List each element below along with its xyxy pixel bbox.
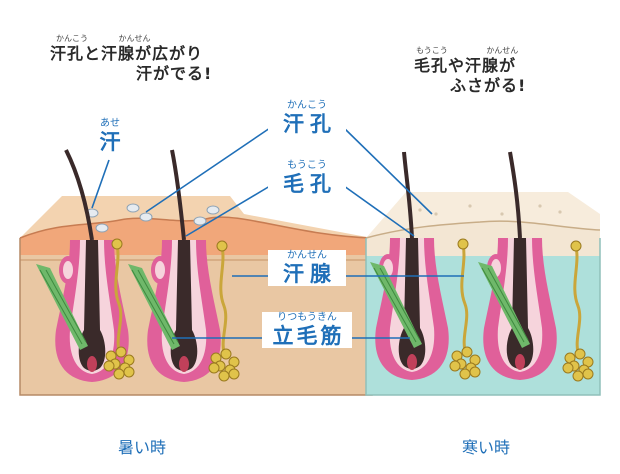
label-hair-pore: もうこう 毛孔	[268, 160, 346, 196]
cold-skin-block	[365, 151, 601, 396]
sweat-label-text: 汗	[99, 130, 121, 154]
label-hair-pore-text: 毛孔	[283, 172, 337, 196]
hot-note: かんこう かんせん 汗孔と汗腺が広がり 汗がでる!	[50, 34, 212, 84]
label-sweat-pore-ruby: かんこう	[287, 100, 327, 111]
sweat-label-ruby: あせ	[100, 118, 120, 129]
hot-note-ruby: かんこう かんせん	[50, 34, 212, 44]
cold-note-line-1: 毛孔や汗腺が	[414, 56, 517, 75]
label-sweat-pore: かんこう 汗孔	[268, 100, 346, 136]
label-sweat-pore-text: 汗孔	[283, 112, 337, 136]
hot-note-line-1: 汗孔と汗腺が広がり	[50, 44, 204, 63]
caption-hot: 暑い時	[117, 438, 166, 457]
cold-note-line-2: ふさがる!	[450, 76, 527, 95]
label-sweat-gland: かんせん 汗腺	[268, 250, 346, 286]
label-sweat-gland-ruby: かんせん	[287, 250, 327, 261]
hot-note-line-2: 汗がでる!	[136, 64, 213, 83]
hot-note-ruby-1: かんこう	[56, 34, 88, 43]
label-arrector-muscle: りつもうきん 立毛筋	[262, 312, 352, 348]
label-sweat-gland-text: 汗腺	[283, 262, 337, 286]
sweat-label: あせ 汗	[94, 118, 126, 154]
caption-cold: 寒い時	[461, 438, 510, 457]
cold-note-ruby-1: もうこう	[416, 46, 448, 55]
label-arrector-muscle-ruby: りつもうきん	[277, 312, 337, 323]
label-arrector-muscle-text: 立毛筋	[272, 324, 345, 348]
leader-lines	[91, 127, 464, 339]
label-hair-pore-ruby: もうこう	[287, 160, 327, 171]
hot-note-ruby-2: かんせん	[118, 34, 151, 43]
cold-note-ruby-2: かんせん	[486, 46, 519, 55]
cold-note-ruby: もうこう かんせん	[414, 46, 526, 56]
cold-note: もうこう かんせん 毛孔や汗腺が ふさがる!	[414, 46, 526, 96]
